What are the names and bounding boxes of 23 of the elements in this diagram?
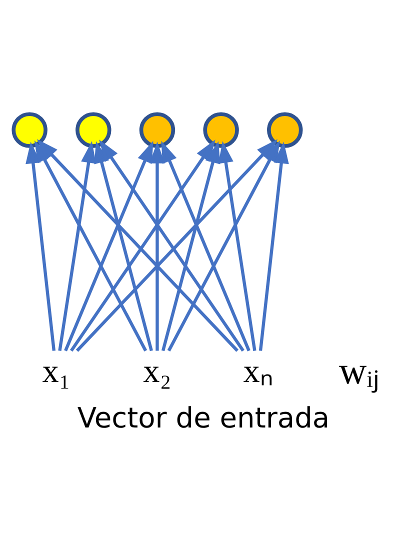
node-circle: [12, 112, 48, 148]
node-circle: [267, 112, 303, 148]
arrow: [150, 142, 165, 351]
node-circle: [203, 112, 239, 148]
arrow: [64, 140, 154, 352]
arrow: [258, 142, 289, 351]
arrow: [94, 141, 153, 352]
arrow: [167, 140, 280, 352]
arrow: [36, 139, 239, 352]
arrow: [161, 140, 250, 352]
arrow: [218, 141, 256, 351]
arrow: [161, 141, 220, 352]
node-text: xₙ: [243, 352, 273, 390]
caption: Vector de entrada: [77, 402, 330, 435]
arrow: [99, 140, 244, 352]
arrow: [58, 141, 96, 351]
node-text: x₂: [143, 352, 172, 390]
arrow: [70, 140, 216, 352]
node-circle: [139, 112, 176, 148]
node-text: x₁: [42, 352, 70, 390]
arrow: [26, 142, 56, 351]
label: wᵢⱼ: [338, 350, 379, 392]
node-circle: [76, 112, 112, 148]
